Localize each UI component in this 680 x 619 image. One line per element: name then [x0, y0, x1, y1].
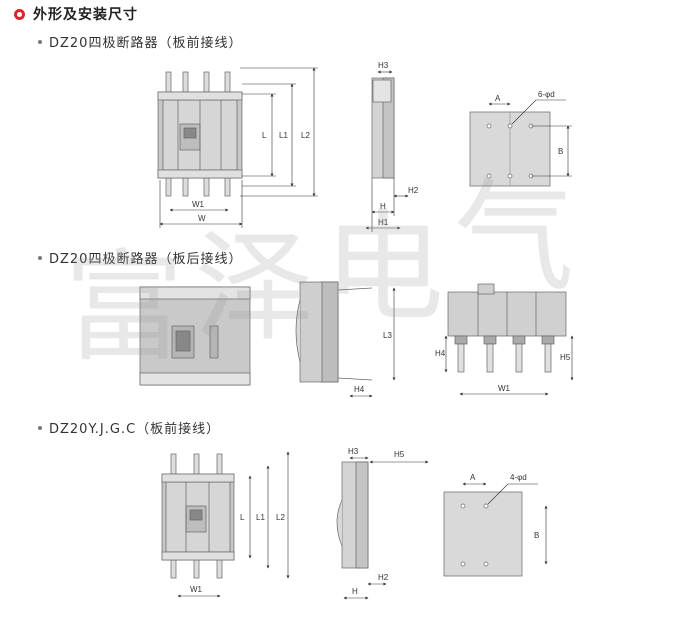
dim-label: L3	[383, 331, 392, 340]
dim-label: L	[262, 131, 267, 140]
dim-label: A	[495, 94, 501, 103]
section-title-3: DZ20Y.J.G.C（板前接线）	[38, 418, 220, 437]
dim-label: H4	[435, 349, 446, 358]
dim-label: W1	[498, 384, 511, 393]
dim-label: H4	[354, 385, 365, 394]
dim-label: H5	[394, 450, 405, 459]
dim-label: L	[240, 513, 245, 522]
section-header: 外形及安装尺寸	[14, 4, 138, 24]
dim-label: L1	[256, 513, 265, 522]
dim-label: H1	[378, 218, 389, 227]
dim-label: 6-φd	[538, 90, 555, 99]
breaker-side-view-2	[295, 281, 373, 383]
rear-terminals-2	[447, 283, 567, 373]
dim-label: H2	[408, 186, 419, 195]
dim-label: H	[352, 587, 358, 596]
breaker-side-view-1	[371, 77, 395, 179]
mounting-plate-3	[443, 491, 523, 577]
dim-label: H2	[378, 573, 389, 582]
section-title-1: DZ20四极断路器（板前接线）	[38, 32, 242, 51]
dim-label: L2	[301, 131, 310, 140]
dim-label: H3	[378, 61, 389, 70]
dim-label: 4-φd	[510, 473, 527, 482]
bullet-icon	[14, 8, 25, 20]
dot-icon	[38, 255, 42, 260]
dim-label: L1	[279, 131, 288, 140]
section-title-2: DZ20四极断路器（板后接线）	[38, 248, 242, 267]
dim-label: W1	[190, 585, 203, 594]
dim-label: H5	[560, 353, 571, 362]
mounting-plate-1	[469, 111, 551, 187]
dim-label: B	[558, 147, 563, 156]
breaker-front-view-1	[157, 71, 243, 197]
dim-label: A	[470, 473, 476, 482]
breaker-side-view-3	[336, 461, 369, 569]
dot-icon	[38, 425, 42, 430]
breaker-front-view-3	[161, 453, 235, 579]
dim-label: W1	[192, 200, 205, 209]
dot-icon	[38, 39, 42, 44]
dim-label: W	[198, 214, 206, 223]
header-title: 外形及安装尺寸	[33, 7, 138, 23]
dim-label: B	[534, 531, 539, 540]
dim-label: L2	[276, 513, 285, 522]
breaker-front-view-2	[139, 286, 251, 386]
dim-label: H	[380, 202, 386, 211]
dim-label: H3	[348, 447, 359, 456]
